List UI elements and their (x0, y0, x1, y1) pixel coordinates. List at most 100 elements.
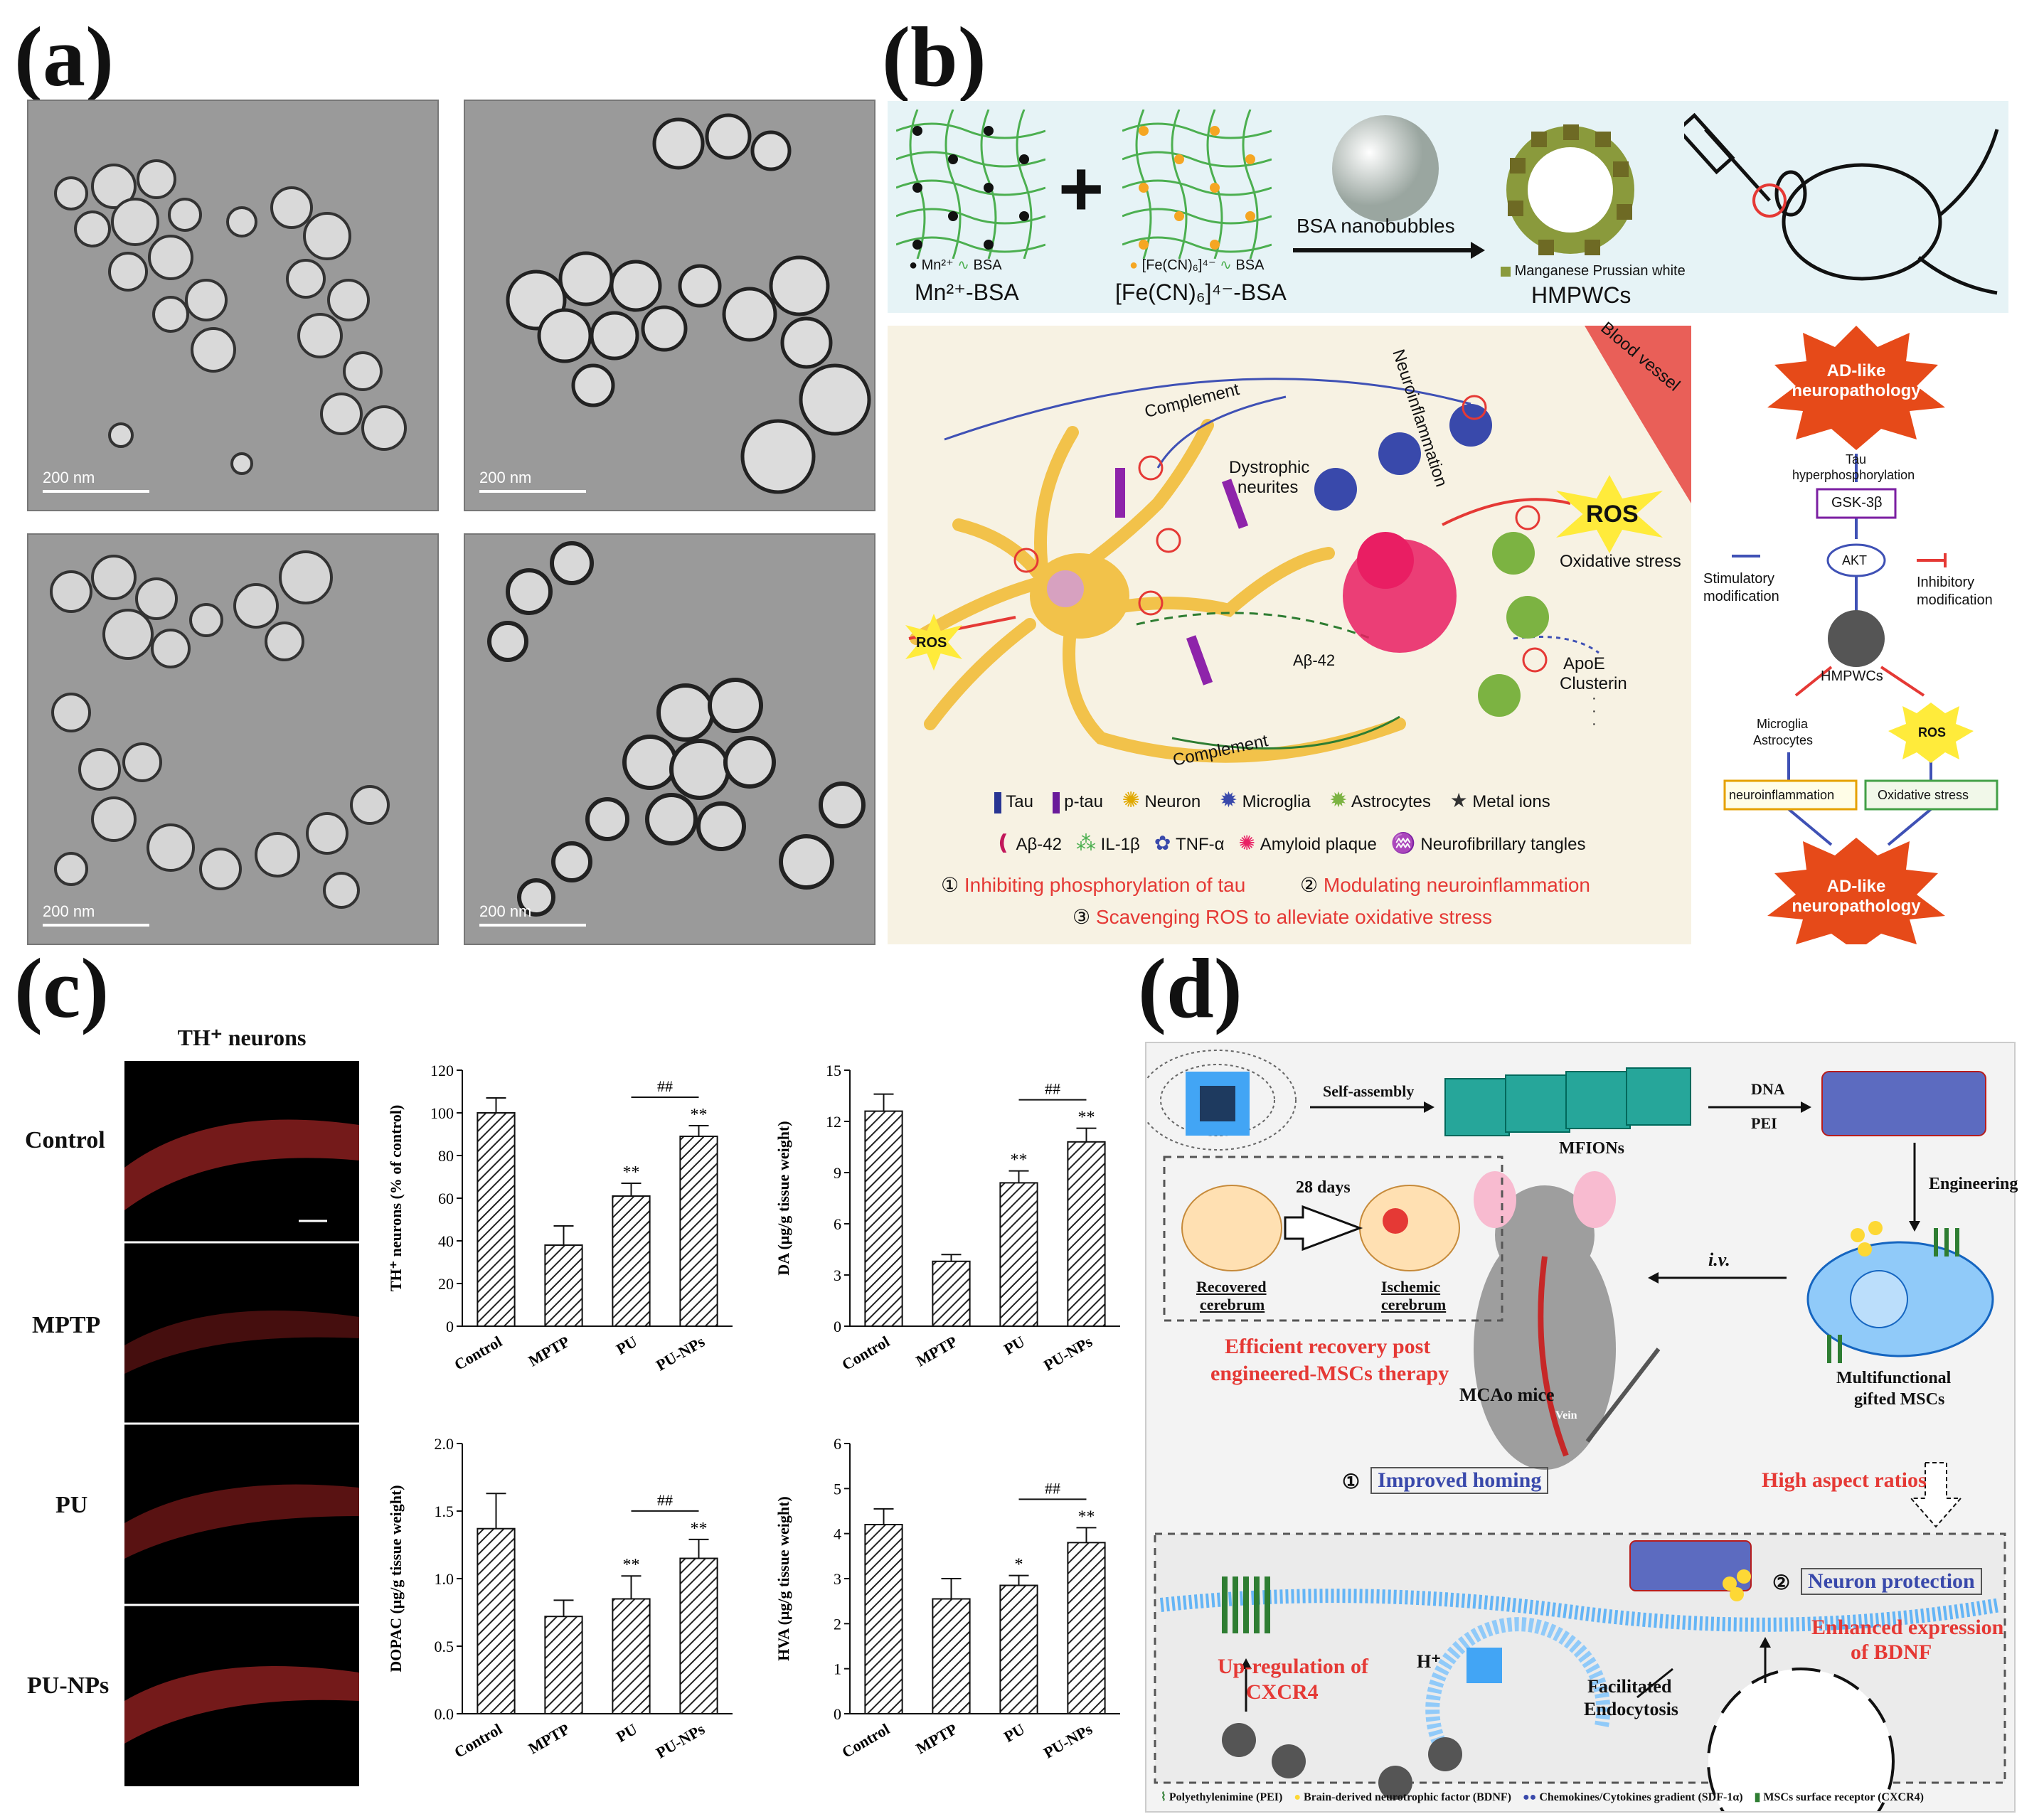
fe-bsa-mesh (1122, 110, 1272, 259)
mechanism-diagram: Complement Complement Neuroinflammation … (888, 319, 1691, 944)
high-aspect-label: High aspect ratios (1762, 1468, 1927, 1492)
y-tick-label: 2.0 (435, 1435, 454, 1453)
x-tick-label: Control (451, 1720, 505, 1761)
tem-image-4: 200 nm (464, 533, 875, 945)
mechanism-3-number: ③ (1072, 906, 1091, 928)
tangle-icon: ♒ (1390, 832, 1416, 854)
mechanism-3-text: Scavenging ROS to alleviate oxidative st… (1095, 906, 1493, 928)
mfions-label: MFIONs (1559, 1139, 1624, 1158)
ellipsis-dots: · · · (1592, 690, 1597, 732)
ad-bottom-line-1: AD-like (1826, 877, 1886, 896)
bar (477, 1527, 516, 1714)
x-tick-label: PU-NPs (653, 1332, 708, 1374)
fe-bsa-label: [Fe(CN)₆]⁴⁻-BSA (1115, 279, 1287, 305)
y-tick-label: 15 (826, 1062, 841, 1079)
x-tick-label: MPTP (913, 1720, 960, 1758)
amyloid-plaque-icon: ✺ (1238, 832, 1256, 854)
y-axis-label: DA (μg/g tissue weight) (775, 1121, 792, 1275)
y-tick-label: 100 (430, 1104, 454, 1122)
y-tick-label: 2 (834, 1615, 841, 1633)
nanoparticle-cluster (54, 159, 407, 475)
x-tick-label: PU (613, 1333, 640, 1358)
mechanism-2-number: ② (1300, 874, 1319, 896)
legend-bdnf: Brain-derived neurotrophic factor (BDNF) (1304, 1791, 1511, 1803)
legend-row-1: Tau p-tau ✺ Neuron ✹ Microglia ✹ Astrocy… (994, 788, 1550, 813)
endocytosis-line-1: Facilitated (1587, 1676, 1672, 1697)
legend-tau: Tau (1006, 792, 1033, 811)
pei-icon: ⌇ (1161, 1791, 1166, 1803)
pathway-diagram: AD-like neuropathology Tau hyperphosphor… (1703, 326, 2009, 944)
y-axis-label: TH⁺ neurons (% of control) (387, 1105, 405, 1292)
astrocyte-icon: ✹ (1329, 789, 1348, 812)
x-tick-label: MPTP (913, 1333, 960, 1370)
y-tick-label: 20 (438, 1275, 454, 1293)
mpw-legend: Manganese Prussian white (1501, 263, 1686, 279)
gsk-label: GSK-3β (1831, 495, 1883, 511)
bdnf-line-1: Enhanced expression (1811, 1616, 2004, 1639)
ad-top-line-2: neuropathology (1792, 381, 1921, 400)
mechanism-2-text: Modulating neuroinflammation (1323, 874, 1590, 896)
significance-mark: ** (623, 1163, 640, 1182)
y-tick-label: 0 (446, 1318, 454, 1335)
y-tick-label: 0.0 (435, 1705, 454, 1723)
hmpwc-shell (1506, 124, 1634, 255)
panel-label-b: (b) (882, 9, 986, 104)
pathway-arrows (1723, 326, 1998, 944)
bracket-label: ## (1045, 1080, 1060, 1098)
legend-il1b: IL-1β (1100, 835, 1140, 854)
significance-mark: ** (691, 1106, 708, 1124)
dystrophic-label: Dystrophic (1229, 458, 1310, 477)
y-tick-label: 5 (834, 1480, 841, 1498)
tem-image-3: 200 nm (27, 533, 439, 945)
inhibitory-mod-label: modification (1917, 592, 1993, 608)
efficient-recovery-line-2: engineered-MSCs therapy (1210, 1362, 1449, 1385)
tem-image-2: 200 nm (464, 100, 875, 511)
astrocytes-label: Astrocytes (1753, 733, 1814, 747)
legend-neuron: Neuron (1144, 792, 1201, 811)
x-tick-label: MPTP (526, 1720, 573, 1758)
tnf-icon: ✿ (1154, 832, 1171, 854)
receptor-icon: ▮ (1754, 1791, 1761, 1803)
ischemic-label-2: cerebrum (1381, 1296, 1447, 1313)
mechanism-2: ② Modulating neuroinflammation (1300, 873, 1590, 897)
x-tick-label: Control (839, 1720, 893, 1761)
mechanism-1-text: Inhibiting phosphorylation of tau (964, 874, 1246, 896)
legend-amyloid-plaque: Amyloid plaque (1260, 835, 1377, 854)
nanoparticle-cluster (487, 541, 866, 917)
legend-p-tau: p-tau (1064, 792, 1103, 811)
bar (1067, 1141, 1106, 1328)
y-tick-label: 12 (826, 1113, 841, 1131)
msc-label-1: Multifunctional (1836, 1369, 1952, 1387)
x-tick-label: PU (1001, 1333, 1028, 1358)
bar (612, 1598, 651, 1714)
y-axis-label: HVA (μg/g tissue weight) (775, 1496, 792, 1660)
legend-microglia: Microglia (1242, 792, 1311, 811)
fluorescence-images (124, 1119, 359, 1744)
pei-label: PEI (1751, 1114, 1777, 1132)
significance-mark: ** (623, 1556, 640, 1574)
scale-bar (43, 490, 149, 493)
bar (544, 1616, 583, 1714)
upregulation-line-1: Up-regulation of (1218, 1655, 1368, 1678)
scale-label: 200 nm (479, 902, 532, 920)
bar (999, 1584, 1038, 1714)
significance-mark: ** (1078, 1109, 1095, 1127)
scale-label: 200 nm (43, 902, 95, 920)
msc-illustration (1146, 1050, 2006, 1811)
legend-cxcr4: MSCs surface receptor (CXCR4) (1763, 1791, 1924, 1803)
endocytosis-line-2: Endocytosis (1584, 1699, 1678, 1719)
significance-mark: ** (1011, 1151, 1028, 1170)
x-tick-label: PU-NPs (653, 1719, 708, 1761)
synthesis-strip: ● Mn²⁺ ∿ BSA Mn²⁺-BSA + ● [Fe(CN)₆]⁴⁻ ∿ … (888, 101, 2008, 313)
mn-legend: ● Mn²⁺ ∿ BSA (909, 257, 1002, 273)
bsa-label: BSA (1235, 257, 1265, 273)
bar (477, 1112, 516, 1327)
bdnf-icon: ● (1294, 1791, 1302, 1803)
legend-tangles: Neurofibrillary tangles (1420, 835, 1586, 854)
row-label-control: Control (25, 1127, 105, 1153)
